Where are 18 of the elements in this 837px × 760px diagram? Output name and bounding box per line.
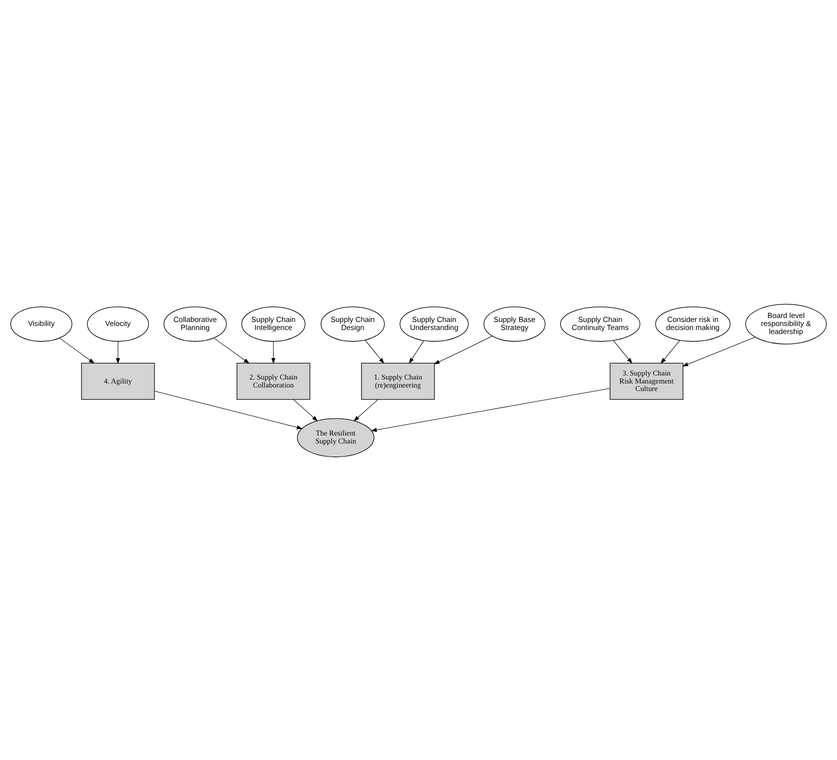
arrow bbox=[116, 340, 120, 364]
arrow bbox=[293, 398, 318, 421]
arrow bbox=[613, 340, 632, 364]
arrow bbox=[364, 339, 384, 364]
arrow bbox=[434, 335, 493, 364]
node-box: 1. Supply Chain (re)engineering bbox=[361, 362, 435, 400]
arrow bbox=[271, 340, 276, 364]
arrow bbox=[370, 388, 610, 432]
arrow bbox=[154, 390, 303, 429]
arrow bbox=[682, 336, 756, 366]
arrow bbox=[660, 340, 680, 364]
arrow bbox=[408, 340, 424, 364]
arrow bbox=[354, 398, 378, 421]
node-box: 3. Supply Chain Risk Management Culture bbox=[610, 362, 684, 400]
node-box: 2. Supply Chain Collaboration bbox=[236, 362, 310, 400]
arrow bbox=[59, 337, 95, 364]
node-box: 4. Agility bbox=[81, 362, 155, 400]
arrow bbox=[214, 337, 250, 364]
